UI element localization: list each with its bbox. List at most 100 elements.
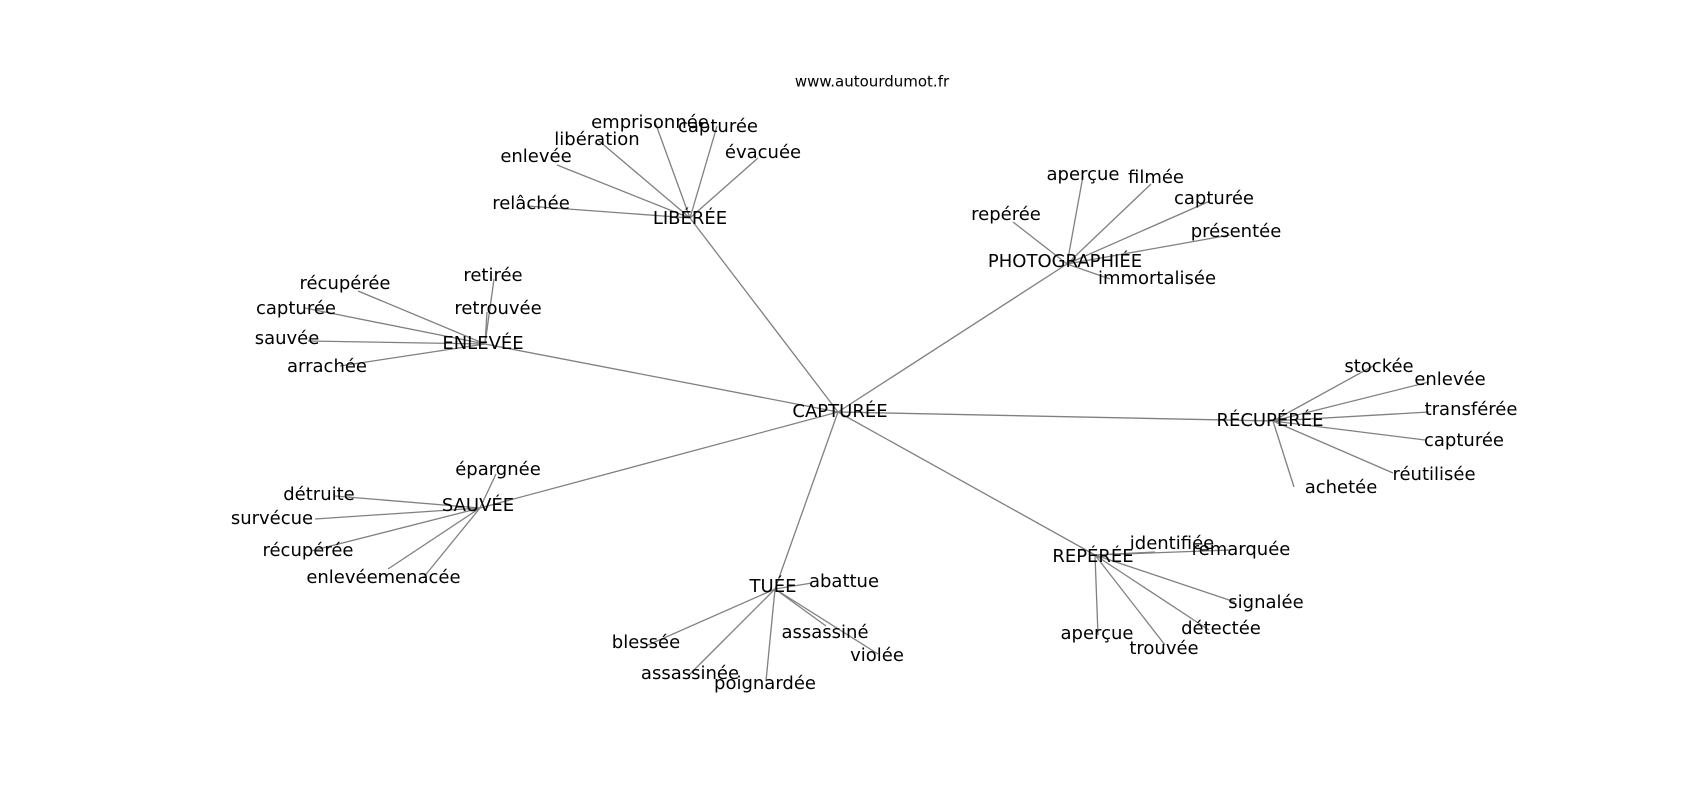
edge-hub-to-leaf [647, 588, 776, 646]
leaf-node-label: assassinée [641, 663, 739, 684]
edge-hub-to-leaf [1094, 554, 1236, 603]
leaf-node-label: récupérée [299, 273, 390, 294]
leaf-node-label: libération [554, 129, 639, 150]
edge-hub-to-leaf [1094, 554, 1166, 646]
edge-hub-to-leaf [1066, 200, 1211, 265]
edge-hub-to-leaf [339, 343, 486, 367]
edge-hub-to-leaf [1012, 221, 1068, 265]
edge-center-to-hub [774, 411, 839, 590]
edge-center-to-hub [484, 343, 839, 413]
leaf-node-label: signalée [1228, 592, 1303, 613]
leaf-node-label: capturée [678, 116, 758, 137]
leaf-node-label: immortalisée [1098, 268, 1216, 289]
edge-hub-to-leaf [1094, 554, 1210, 631]
edge-hub-to-leaf [597, 139, 691, 219]
leaf-node-label: épargnée [455, 459, 541, 480]
edge-hub-to-leaf [1272, 365, 1374, 422]
leaf-node-label: capturée [256, 298, 336, 319]
edge-hub-to-leaf [357, 290, 486, 345]
leaf-node-label: blessée [612, 632, 680, 653]
leaf-node-label: transférée [1425, 399, 1518, 420]
edge-hub-to-leaf [310, 507, 481, 552]
leaf-node-label: trouvée [1129, 638, 1198, 659]
edge-hub-to-leaf [307, 340, 486, 345]
leaf-node-label: récupérée [262, 540, 353, 561]
leaf-node-label: évacuée [725, 142, 801, 163]
leaf-node-label: menacée [377, 567, 460, 588]
hub-node-label: TUÉE [749, 575, 797, 597]
hub-node-label: REPÉRÉE [1052, 545, 1133, 567]
leaf-node-label: capturée [1424, 430, 1504, 451]
leaf-node-label: réutilisée [1392, 464, 1475, 485]
edge-center-to-hub [837, 411, 1274, 422]
leaf-node-label: poignardée [714, 673, 816, 694]
edge-hub-to-leaf [687, 588, 776, 677]
graph-edges [304, 121, 1430, 682]
leaf-node-label: capturée [1174, 188, 1254, 209]
leaf-node-label: remarquée [1192, 539, 1291, 560]
edge-hub-to-leaf [1272, 420, 1394, 474]
leaf-node-label: emprisonnée [591, 112, 709, 133]
leaf-node-label: relâchée [492, 193, 570, 214]
edge-hub-to-leaf [304, 307, 486, 345]
leaf-node-label: achetée [1305, 477, 1378, 498]
leaf-node-label: arrachée [287, 356, 367, 377]
leaf-node-label: repérée [971, 204, 1041, 225]
edge-hub-to-leaf [479, 473, 497, 509]
edge-hub-to-leaf [774, 588, 879, 655]
leaf-node-label: détruite [283, 484, 355, 505]
hub-node-label: ENLEVÉE [442, 332, 523, 354]
edge-hub-to-leaf [689, 125, 718, 219]
edge-hub-to-leaf [334, 495, 481, 509]
edge-hub-to-leaf [765, 588, 776, 682]
edge-hub-to-leaf [1272, 381, 1430, 422]
edge-hub-to-leaf [387, 507, 481, 570]
leaf-node-label: retirée [463, 265, 522, 286]
leaf-node-label: enlevée [306, 567, 377, 588]
leaf-node-label: détectée [1181, 618, 1261, 639]
leaf-node-label: abattue [809, 571, 879, 592]
leaf-node-label: assassiné [781, 622, 868, 643]
edge-hub-to-leaf [526, 205, 691, 219]
edge-hub-to-leaf [1272, 420, 1426, 441]
leaf-node-label: aperçue [1047, 164, 1120, 185]
leaf-node-label: aperçue [1061, 623, 1134, 644]
watermark-text: www.autourdumot.fr [795, 73, 950, 91]
edge-hub-to-leaf [774, 582, 813, 590]
edge-hub-to-leaf [556, 164, 691, 219]
hub-node-label: SAUVÉE [442, 494, 514, 516]
edge-hub-to-leaf [314, 507, 481, 520]
edge-hub-to-leaf [1066, 234, 1231, 265]
edge-hub-to-leaf [774, 588, 827, 627]
leaf-node-label: filmée [1128, 167, 1184, 188]
hub-node-label: RÉCUPÉRÉE [1216, 409, 1323, 431]
edge-hub-to-leaf [422, 507, 481, 579]
edge-hub-to-leaf [484, 311, 488, 345]
center-node-label: CAPTURÉE [792, 400, 887, 422]
edge-hub-to-leaf [1094, 549, 1231, 556]
hub-node-label: PHOTOGRAPHIÉE [988, 250, 1142, 272]
edge-hub-to-leaf [1066, 175, 1084, 265]
leaf-node-label: survécue [231, 508, 313, 529]
leaf-node-label: présentée [1191, 221, 1282, 242]
edge-center-to-hub [689, 217, 839, 413]
leaf-node-label: retrouvée [454, 298, 541, 319]
leaf-node-label: stockée [1344, 356, 1413, 377]
edge-hub-to-leaf [654, 121, 691, 219]
edge-center-to-hub [837, 263, 1068, 413]
edge-center-to-hub [479, 411, 839, 509]
edge-hub-to-leaf [1272, 411, 1430, 422]
edge-hub-to-leaf [689, 157, 759, 219]
leaf-node-label: sauvée [255, 328, 320, 349]
edge-hub-to-leaf [484, 278, 495, 345]
leaf-node-label: enlevée [1414, 369, 1485, 390]
edge-hub-to-leaf [1094, 554, 1099, 636]
edge-hub-to-leaf [1066, 263, 1111, 280]
edge-hub-to-leaf [1272, 420, 1295, 488]
leaf-node-label: violée [850, 645, 904, 666]
leaf-node-label: enlevée [500, 146, 571, 167]
hub-node-label: LIBÉRÉE [653, 207, 727, 229]
edge-center-to-hub [837, 411, 1096, 556]
edge-hub-to-leaf [1066, 183, 1152, 265]
